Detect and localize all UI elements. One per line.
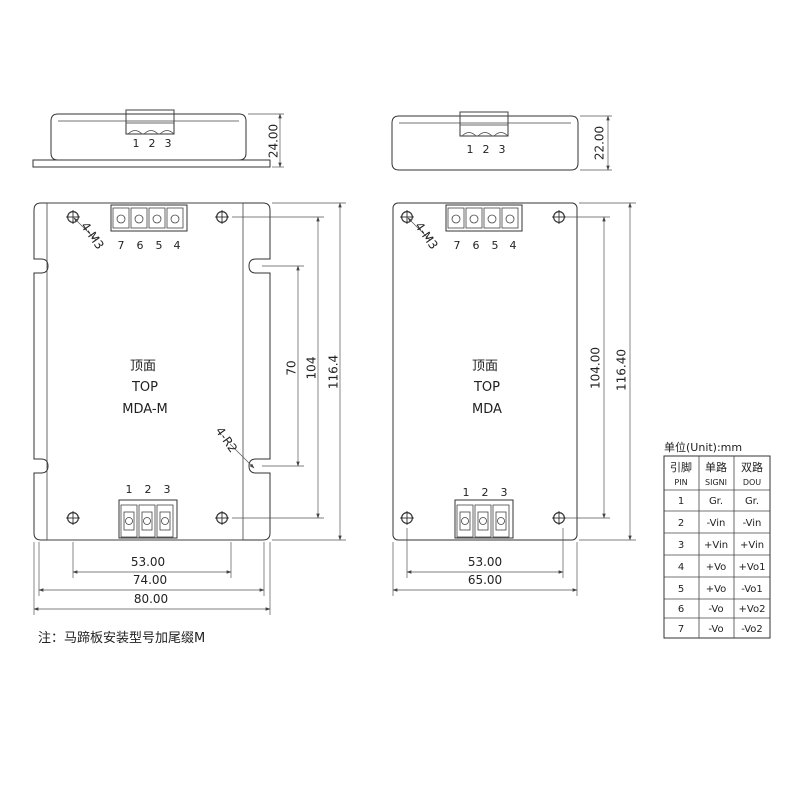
table-cell: +Vo2	[739, 604, 766, 615]
table-frame	[663, 455, 771, 639]
top-s-pin-4: 4	[510, 239, 517, 252]
table-cell: Gr.	[745, 496, 759, 507]
model-label-s: MDA	[472, 402, 502, 417]
dim-hole-span-m-label: 53.00	[131, 555, 165, 569]
top-m-pin-7: 7	[118, 239, 125, 252]
dim-flange-width-m-label: 80.00	[134, 592, 168, 606]
table-cell: 3	[678, 540, 684, 551]
dim-width-s-label: 65.00	[468, 573, 502, 587]
mount-hole-s-bl	[400, 511, 414, 525]
slot-label-m: 4-R2	[213, 424, 240, 455]
table-cell: +Vo1	[739, 562, 766, 573]
bottom-s-pin-3: 3	[501, 486, 508, 499]
table-cell: 6	[678, 604, 684, 615]
dim-hole-pitch-m-label: 104	[305, 357, 319, 380]
side-pin-3: 3	[165, 137, 172, 150]
table-cell: +Vo	[706, 562, 727, 573]
bottom-terminal-block-s	[454, 499, 514, 539]
side-case-body	[50, 113, 247, 161]
side-case-body-s	[391, 115, 579, 171]
mounting-note: 注：马蹄板安装型号加尾缀M	[38, 630, 205, 646]
top-view-s: 7 6 5 4 1 2 3 4-M3 顶面 TOP MDA 104.00 116…	[392, 202, 636, 596]
table-cell: 5	[678, 584, 684, 595]
table-cell: -Vo	[708, 604, 723, 615]
table-cell: 1	[678, 496, 684, 507]
mount-hole-tr	[215, 210, 229, 224]
bottom-m-pin-1: 1	[126, 483, 133, 496]
table-cell: -Vin	[707, 518, 726, 529]
top-s-pin-7: 7	[454, 239, 461, 252]
side-terminal-block-s	[459, 111, 509, 137]
bottom-m-pin-2: 2	[145, 483, 152, 496]
dim-height-s-label: 22.00	[593, 126, 607, 160]
side-view-m: 1 2 3 24.00	[32, 109, 284, 168]
header-pin-en: PIN	[674, 478, 687, 487]
dim-hole-span-s-label: 53.00	[468, 555, 502, 569]
side-view-s: 1 2 3 22.00	[391, 111, 612, 171]
table-cell: -Vo	[708, 624, 723, 635]
bottom-terminal-block-m	[118, 499, 178, 539]
dim-body-width-m-label: 74.00	[133, 573, 167, 587]
dim-length-m-label: 116.4	[327, 355, 341, 389]
table-cell: 2	[678, 518, 684, 529]
mount-hole-s-tr	[552, 210, 566, 224]
pin-table: 单位(Unit):mm 引脚 PIN 单路 SIGNI 双路 DOU 1 Gr.…	[663, 440, 771, 639]
table-cell: +Vin	[704, 540, 728, 551]
header-dual-cn: 双路	[741, 461, 763, 474]
table-cell: -Vin	[743, 518, 762, 529]
case-body-outline	[46, 202, 244, 541]
face-label-en-m: TOP	[131, 380, 158, 395]
side-pin-1: 1	[133, 137, 140, 150]
bottom-s-pin-1: 1	[463, 486, 470, 499]
dim-length-s-label: 116.40	[615, 349, 629, 391]
model-label-m: MDA-M	[122, 402, 168, 417]
bottom-s-pin-2: 2	[482, 486, 489, 499]
top-m-pin-4: 4	[174, 239, 181, 252]
side-terminal-block	[125, 109, 175, 135]
hole-leader-m	[73, 217, 97, 241]
header-pin-cn: 引脚	[670, 460, 692, 474]
table-cell: -Vo1	[741, 584, 763, 595]
bottom-m-pin-3: 3	[164, 483, 171, 496]
face-label-en-s: TOP	[473, 380, 500, 395]
hole-label-m: 4-M3	[78, 219, 107, 252]
side-s-pin-1: 1	[467, 143, 474, 156]
table-cell: Gr.	[709, 496, 723, 507]
table-cell: -Vo2	[741, 624, 763, 635]
case-body-outline-s	[392, 202, 578, 541]
hole-leader-s	[407, 217, 431, 241]
top-s-pin-6: 6	[473, 239, 480, 252]
dim-slot-pitch-label: 70	[285, 360, 299, 375]
top-m-pin-5: 5	[156, 239, 163, 252]
face-label-cn-s: 顶面	[472, 359, 498, 374]
mount-hole-bl	[66, 511, 80, 525]
mount-hole-br	[215, 511, 229, 525]
hole-label-s: 4-M3	[412, 219, 441, 252]
header-single-en: SIGNI	[705, 478, 727, 487]
side-s-pin-2: 2	[483, 143, 490, 156]
table-cell: +Vin	[740, 540, 764, 551]
table-cell: 7	[678, 624, 684, 635]
table-cell: +Vo	[706, 584, 727, 595]
top-view-m: 7 6 5 4 1 2 3 4-M3 4-R2 顶面 TOP MDA-M 70 …	[33, 202, 346, 615]
dim-hole-pitch-s-label: 104.00	[589, 347, 603, 389]
side-pin-2: 2	[149, 137, 156, 150]
top-m-pin-6: 6	[137, 239, 144, 252]
header-dual-en: DOU	[743, 478, 761, 487]
slot-leader-m	[229, 443, 255, 469]
table-cell: 4	[678, 562, 684, 573]
header-single-cn: 单路	[705, 461, 727, 474]
top-terminal-block-s	[445, 204, 523, 232]
top-terminal-block-m	[110, 204, 188, 232]
face-label-cn-m: 顶面	[130, 359, 156, 374]
side-flange-plate	[32, 159, 271, 168]
mount-hole-s-br	[552, 511, 566, 525]
dim-height-m-label: 24.00	[267, 124, 281, 158]
top-s-pin-5: 5	[492, 239, 499, 252]
unit-label: 单位(Unit):mm	[664, 440, 742, 454]
flange-outline	[33, 202, 271, 541]
side-s-pin-3: 3	[499, 143, 506, 156]
